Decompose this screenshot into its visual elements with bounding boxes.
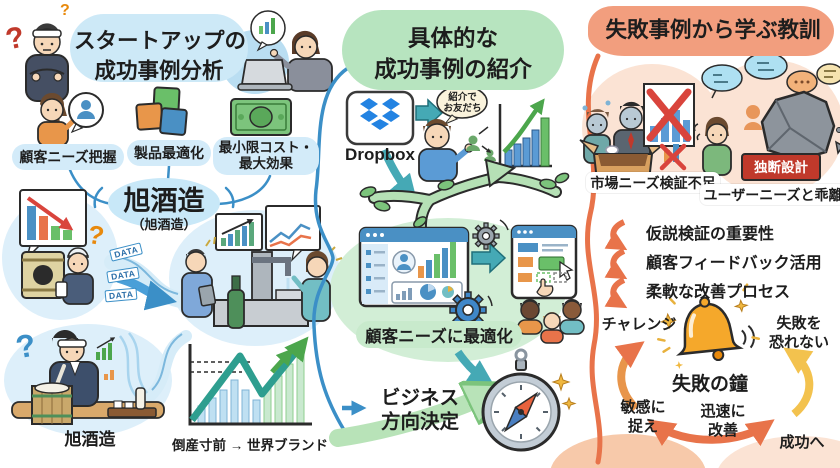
failure1-label: 市場ニーズ検証不足 <box>590 174 716 191</box>
right-section-title: 失敗事例から学ぶ教訓 <box>605 18 821 42</box>
sense-line2: 捉え <box>627 418 658 435</box>
direction-swoosh-arrow <box>329 390 498 447</box>
factor1-label: 顧客ニーズ把握 <box>19 149 117 165</box>
optimize-label-pill: 顧客ニーズに最適化 <box>356 321 522 348</box>
failure1-label-pill: 市場ニーズ検証不足 <box>586 172 720 193</box>
sense-line1: 敏感に <box>620 399 666 416</box>
optimize-label: 顧客ニーズに最適化 <box>365 327 513 346</box>
referral-line1: 紹介で <box>448 92 477 103</box>
dashboard-window <box>358 226 470 308</box>
left-title-bubble <box>70 14 248 82</box>
failure2-label: ユーザーニーズと乖離 <box>703 186 840 203</box>
customer-needs-icon <box>37 92 104 147</box>
user-avatars <box>517 299 585 344</box>
cycle-sense-label: 敏感に 捉え <box>612 398 674 436</box>
referral-line2: お友だち <box>443 103 482 114</box>
rock-pedestal-label: 独断設計 <box>754 160 808 175</box>
money-icon <box>230 98 292 136</box>
lesson-arrows <box>604 219 628 309</box>
left-title-line1: スタートアップの <box>74 29 247 53</box>
lesson-1: 仮説検証の重要性 <box>646 226 775 243</box>
thinking-man-illustration <box>25 23 69 102</box>
left-section-title: スタートアップの 成功事例分析 <box>74 26 247 86</box>
growth-branch <box>359 158 570 258</box>
cycle-improve-label: 迅速に 改善 <box>692 402 754 440</box>
middle-title-line1: 具体的な <box>407 26 498 51</box>
left-title-line2: 成功事例分析 <box>94 59 224 83</box>
failure-bell-illustration <box>657 283 761 370</box>
lesson-3: 柔軟な改善プロセス <box>646 284 791 301</box>
company-bubble <box>108 178 220 228</box>
gear-icon-small <box>472 219 509 250</box>
referral-man-illustration <box>418 85 496 182</box>
factor-min-cost-max-effect: 最小限コスト・ 最大効果 <box>213 137 319 175</box>
cycle-challenge-label: チャレンジ <box>601 316 677 333</box>
factor3-line2: 最大効果 <box>239 156 293 171</box>
brewer-caption: 旭酒造 <box>64 430 116 449</box>
decline-chart <box>19 189 87 261</box>
woman-laptop-illustration <box>237 10 333 92</box>
cycle-arrows <box>614 341 814 447</box>
factor2-label: 製品最適化 <box>134 145 204 161</box>
decision-line2: 方向決定 <box>380 411 459 433</box>
product-cubes-icon <box>135 86 188 136</box>
middle-section-title: 具体的な 成功事例の紹介 <box>352 23 554 85</box>
dropbox-label: Dropbox <box>345 145 415 164</box>
compass-illustration <box>481 348 577 452</box>
sake-tub-and-worker <box>21 247 94 305</box>
factor-customer-needs: 顧客ニーズ把握 <box>12 144 124 170</box>
improve-line1: 迅速に <box>700 403 746 420</box>
failure2-label-pill: ユーザーニーズと乖離 <box>700 184 840 205</box>
growth-chart <box>188 336 312 426</box>
middle-title-line2: 成功事例の紹介 <box>374 57 532 82</box>
optimized-ui-window <box>510 224 578 300</box>
factor3-line1: 最小限コスト・ <box>218 139 314 155</box>
growth-caption: 倒産寸前 → 世界ブランド <box>171 438 328 453</box>
decision-line1: ビジネス <box>380 387 459 409</box>
nofear-line1: 失敗を <box>776 315 822 332</box>
brewer-illustration <box>11 329 165 425</box>
failure-scene-design <box>693 52 840 181</box>
referral-bubble-text: 紹介で お友だち <box>440 92 485 114</box>
dropbox-icon <box>345 90 415 146</box>
business-direction-label: ビジネス 方向決定 <box>376 386 464 434</box>
nofear-line2: 恐れない <box>768 334 829 351</box>
right-title-bubble <box>588 6 834 56</box>
cycle-nofear-label: 失敗を 恐れない <box>762 314 836 352</box>
company-name-sub: （旭酒造） <box>131 217 197 232</box>
lesson-2: 顧客フィードバック活用 <box>646 255 822 272</box>
question-mark-orange-small: ? <box>60 2 70 19</box>
improve-line2: 改善 <box>707 422 738 439</box>
gear-icon-large <box>447 291 493 333</box>
middle-title-bubble <box>342 10 564 90</box>
bell-label: 失敗の鐘 <box>671 374 748 395</box>
company-name: 旭酒造 <box>123 186 205 216</box>
referral-growth-chart <box>498 98 552 168</box>
factor-product-optimization: 製品最適化 <box>127 140 211 166</box>
blue-brace-divider <box>312 66 367 432</box>
cycle-success-label: 成功へ <box>779 434 825 451</box>
